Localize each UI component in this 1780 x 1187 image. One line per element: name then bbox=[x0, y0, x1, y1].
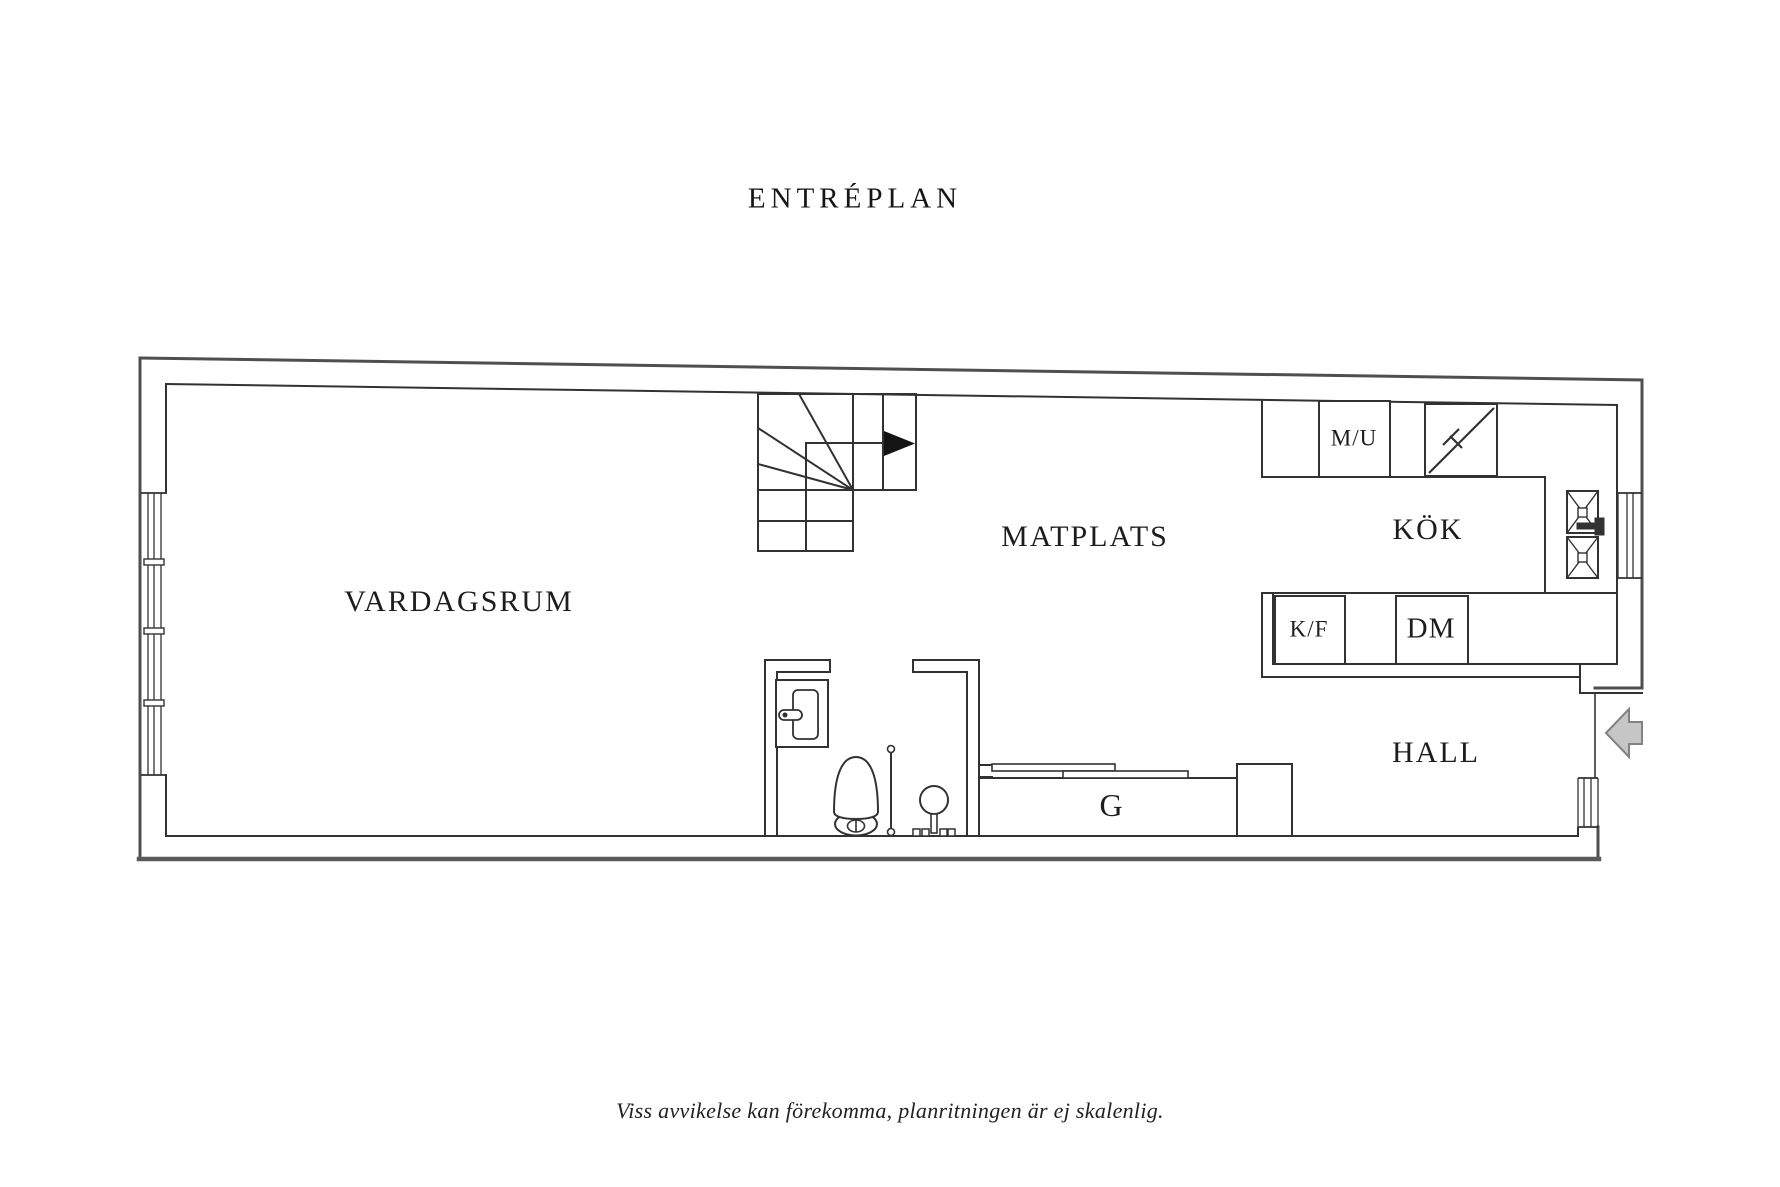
closet-notch bbox=[978, 764, 993, 778]
entrance bbox=[1594, 693, 1643, 778]
dishwasher-box bbox=[1395, 595, 1469, 665]
outer-wall-top bbox=[138, 356, 1644, 382]
page-title: ENTRÉPLAN bbox=[747, 182, 963, 215]
window-mullion bbox=[143, 558, 165, 566]
appliance-label-fridge-freezer: K/F bbox=[1289, 616, 1329, 642]
stove-icon bbox=[1428, 407, 1495, 474]
sliding-door-panel-right bbox=[1062, 770, 1189, 779]
stair-treads bbox=[757, 393, 917, 552]
left-window-icon bbox=[141, 492, 166, 776]
outer-wall-right bbox=[1593, 378, 1644, 690]
disclaimer-text: Viss avvikelse kan förekomma, planritnin… bbox=[616, 1098, 1164, 1123]
room-label-vardagsrum: VARDAGSRUM bbox=[344, 585, 574, 618]
window-mullion bbox=[143, 627, 165, 635]
stair-winders bbox=[756, 392, 855, 492]
kitchen-counter-top bbox=[1261, 400, 1546, 594]
wc-walls bbox=[764, 659, 993, 837]
sliding-door-icon bbox=[991, 763, 1189, 779]
shower-screen-icon bbox=[886, 744, 896, 837]
kitchen-appliances bbox=[1274, 400, 1498, 665]
sink-basin-bottom bbox=[1566, 536, 1599, 579]
room-label-matplats: MATPLATS bbox=[1001, 520, 1169, 553]
room-label-garderob: G bbox=[1099, 787, 1123, 823]
room-label-hall: HALL bbox=[1392, 736, 1480, 769]
sliding-door-panel-left bbox=[991, 763, 1116, 772]
appliance-label-dishwasher: DM bbox=[1406, 612, 1456, 645]
stair-direction-arrow-icon bbox=[884, 431, 915, 456]
toilet-bowl bbox=[832, 755, 880, 821]
appliance-label-micro-oven: M/U bbox=[1330, 425, 1378, 451]
window-mullion bbox=[143, 699, 165, 707]
hall-window-icon bbox=[1577, 777, 1599, 836]
micro-oven-box bbox=[1318, 400, 1391, 478]
outer-walls bbox=[136, 356, 1644, 862]
double-sink-icon bbox=[1566, 490, 1605, 579]
stairs-icon bbox=[756, 392, 917, 552]
washbasin-icon bbox=[775, 679, 829, 748]
fridge-freezer-box bbox=[1274, 595, 1346, 665]
toilet-icon bbox=[832, 755, 880, 837]
entry-arrow-icon bbox=[1604, 706, 1643, 760]
faucet-icon bbox=[1576, 517, 1605, 536]
kitchen-window-icon bbox=[1617, 492, 1642, 579]
room-label-kok: KÖK bbox=[1392, 513, 1464, 546]
basin-faucet-icon bbox=[778, 709, 803, 721]
shower-icon bbox=[912, 785, 956, 837]
